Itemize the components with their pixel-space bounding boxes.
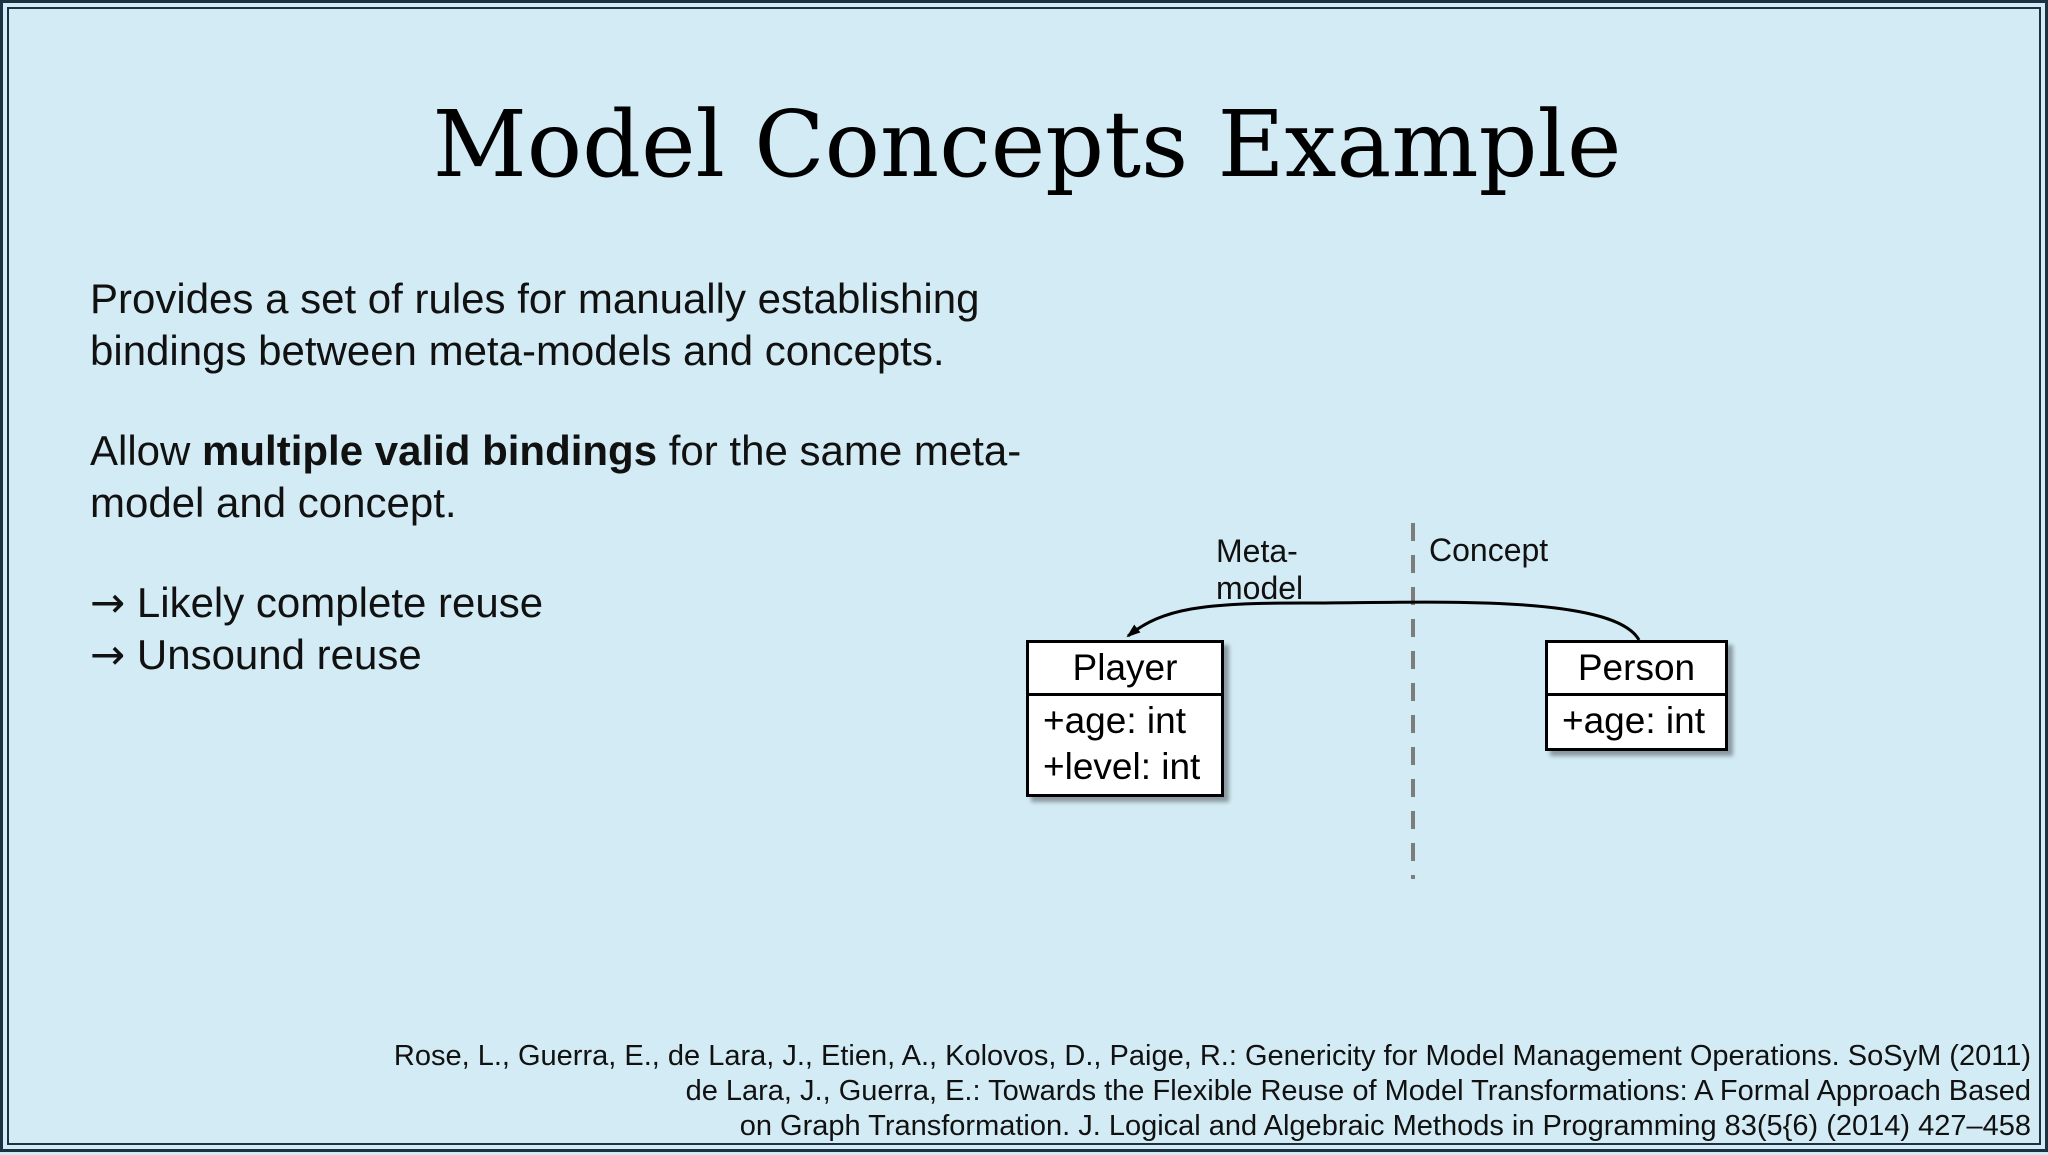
right-arrow-icon: → [90, 578, 126, 627]
player-class-box: Player +age: int +level: int [1026, 640, 1224, 797]
references: Rose, L., Guerra, E., de Lara, J., Etien… [71, 1039, 2031, 1144]
paragraph-bindings-before: Allow [90, 427, 203, 474]
paragraph-bindings-after: for the same meta-model and concept. [90, 427, 1022, 526]
bullet-text: Likely complete reuse [136, 579, 544, 626]
slide-border [7, 7, 2041, 1145]
paragraph-bindings-bold: multiple valid bindings [202, 427, 658, 474]
person-attributes: +age: int [1548, 696, 1725, 748]
paragraph-bindings: Allow multiple valid bindings for the sa… [90, 425, 1070, 529]
person-class-name: Person [1548, 643, 1725, 696]
right-arrow-icon: → [90, 630, 126, 679]
concept-label: Concept [1429, 532, 1549, 568]
bullet-item: → Unsound reuse [90, 629, 1090, 681]
slide-title: Model Concepts Example [432, 91, 1622, 198]
diagram-lines [1126, 523, 1641, 879]
paragraph-rules: Provides a set of rules for manually est… [90, 275, 980, 374]
bullet-item: → Likely complete reuse [90, 577, 1090, 629]
person-attribute: +age: int [1562, 700, 1705, 741]
reference-item: Rose, L., Guerra, E., de Lara, J., Etien… [393, 1040, 2031, 1072]
meta-model-label: Meta-model [1216, 533, 1304, 606]
player-attribute: +age: int [1043, 700, 1186, 741]
bullet-text: Unsound reuse [136, 631, 422, 678]
binding-arrow [1126, 600, 1641, 641]
reference-item: de Lara, J., Guerra, E.: Towards the Fle… [685, 1075, 2031, 1142]
player-attributes: +age: int +level: int [1029, 696, 1221, 794]
slide-body: Provides a set of rules for manually est… [90, 273, 1090, 681]
player-class-name: Player [1029, 643, 1221, 696]
player-attribute: +level: int [1043, 746, 1201, 787]
person-class-box: Person +age: int [1545, 640, 1728, 751]
